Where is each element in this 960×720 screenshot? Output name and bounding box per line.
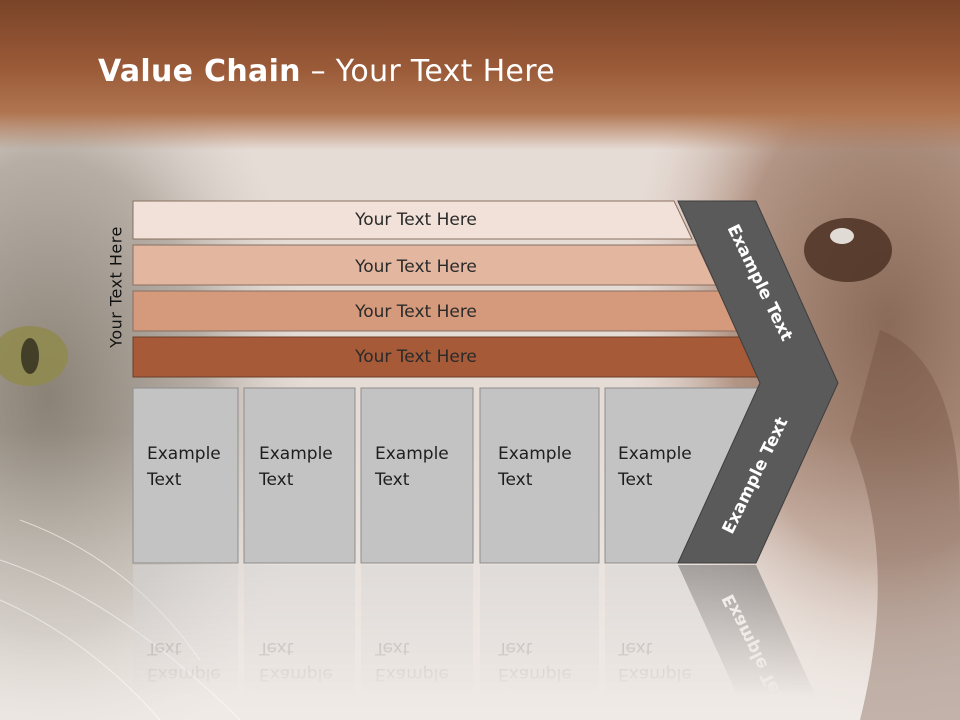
box-3-line1: Example [375,444,449,464]
reflection-box-4-line2: Text [497,638,533,658]
box-5-line2: Text [617,470,653,490]
dog-eye [804,218,892,282]
reflection-box-2-line2: Text [258,638,294,658]
bar-2-label: Your Text Here [354,257,477,277]
title-rest: – Your Text Here [300,54,555,89]
reflection: Example Text Example Text Example Text E… [133,565,827,720]
reflection-box-5-line1: Example [618,664,692,684]
reflection-box-2-line1: Example [259,664,333,684]
box-1-line2: Text [146,470,182,490]
box-3 [360,387,474,564]
bar-3-label: Your Text Here [354,302,477,322]
box-5-line1: Example [618,444,692,464]
box-2-line2: Text [258,470,294,490]
bar-4-label: Your Text Here [354,347,477,367]
header-band [0,0,960,150]
box-4-line2: Text [497,470,533,490]
chevron-arrow [677,200,839,564]
reflection-box-3-line1: Example [375,664,449,684]
reflection-box-1-line2: Text [146,638,182,658]
box-1 [132,387,239,564]
reflection-box-1-line1: Example [147,664,221,684]
box-4 [479,387,600,564]
box-2 [243,387,356,564]
page-title: Value Chain – Your Text Here [98,54,555,89]
title-bold: Value Chain [98,54,301,89]
bar-1-label: Your Text Here [354,210,477,230]
reflection-box-4-line1: Example [498,664,572,684]
box-2-line1: Example [259,444,333,464]
reflection-box-3-line2: Text [374,638,410,658]
box-4-line1: Example [498,444,572,464]
box-1-line1: Example [147,444,221,464]
bar-1 [132,200,693,240]
reflection-box-5-line2: Text [617,638,653,658]
box-3-line2: Text [374,470,410,490]
